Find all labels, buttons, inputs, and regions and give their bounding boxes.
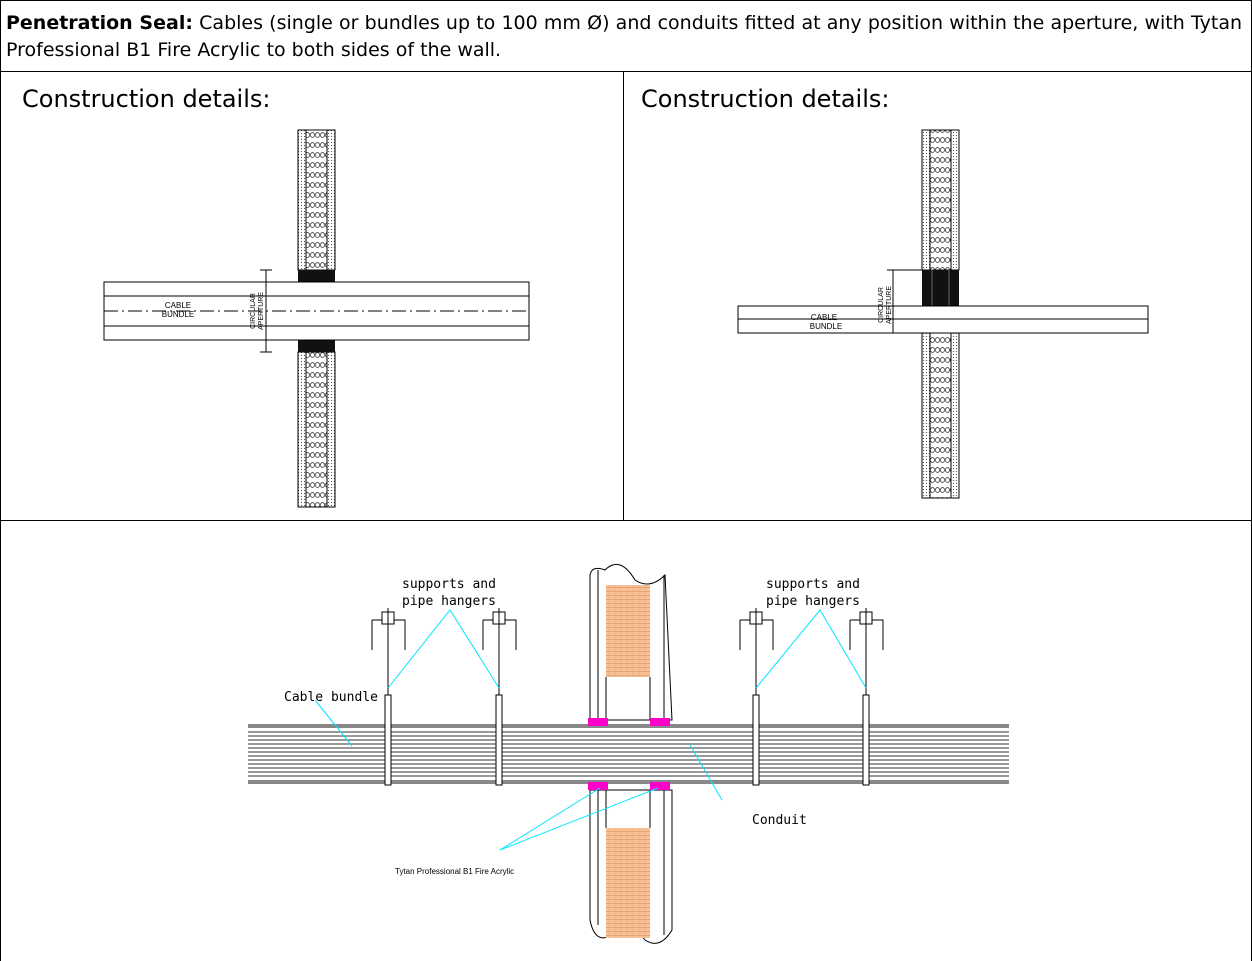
right-panel-label: Construction details: xyxy=(641,85,890,113)
pipe-hangers xyxy=(371,608,884,786)
hanger-4 xyxy=(849,608,884,786)
supports-right-label-2: pipe hangers xyxy=(766,594,860,609)
conduit-label: Conduit xyxy=(752,813,807,828)
cable-bundle-label: Cable bundle xyxy=(284,690,378,705)
conduit-seal-drawing: supports and pipe hangers supports and p… xyxy=(248,563,1009,944)
aperture-dimension xyxy=(260,269,298,353)
wall-lower xyxy=(297,340,336,508)
hanger-2 xyxy=(482,608,517,786)
supports-left-label-1: supports and xyxy=(402,577,496,592)
right-cable-label-2: BUNDLE xyxy=(810,322,842,331)
leader-lines xyxy=(314,609,867,851)
wall-lower-right xyxy=(921,332,960,499)
supports-left-label-2: pipe hangers xyxy=(402,594,496,609)
left-aperture-label-1: CIRCULAR xyxy=(250,293,257,329)
wall-section-lower xyxy=(589,789,673,944)
cable-bundle xyxy=(103,281,530,341)
left-panel-label: Construction details: xyxy=(22,85,271,113)
cable-bundle-right xyxy=(737,305,1149,334)
header-description: Cables (single or bundles up to 100 mm Ø… xyxy=(6,12,1243,61)
left-cable-label-2: BUNDLE xyxy=(162,310,194,319)
wall-section-upper xyxy=(589,563,673,721)
left-aperture-label-2: APERTURE xyxy=(258,292,265,330)
header-title: Penetration Seal: xyxy=(6,12,193,34)
header-paragraph: Penetration Seal: Cables (single or bund… xyxy=(6,10,1242,64)
supports-right-label-1: supports and xyxy=(766,577,860,592)
left-cable-label-1: CABLE xyxy=(165,301,191,310)
hanger-1 xyxy=(371,608,406,786)
right-cable-label-1: CABLE xyxy=(811,313,837,322)
wall-upper xyxy=(297,129,336,282)
left-construction-drawing: CABLE BUNDLE CIRCULAR APERTURE xyxy=(103,129,530,508)
right-aperture-label-2: APERTURE xyxy=(886,286,893,324)
sealant-blocks xyxy=(588,718,670,790)
hanger-3 xyxy=(739,608,774,786)
wall-upper-right xyxy=(921,129,960,306)
right-construction-drawing: CABLE BUNDLE CIRCULAR APERTURE xyxy=(737,129,1149,499)
acrylic-label: Tytan Professional B1 Fire Acrylic xyxy=(395,867,514,876)
conduit-cable-lines xyxy=(248,724,1009,784)
right-aperture-label-1: CIRCULAR xyxy=(878,287,885,323)
aperture-dimension-right xyxy=(887,269,922,334)
